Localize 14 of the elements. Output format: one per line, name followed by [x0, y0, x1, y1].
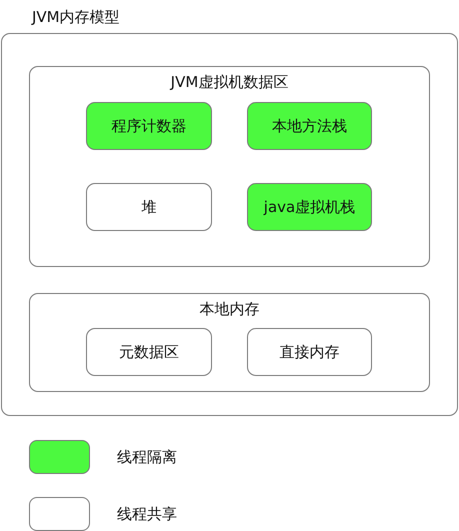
memory-area-box: 元数据区	[86, 328, 212, 376]
legend-label: 线程隔离	[117, 448, 177, 467]
memory-area-box: 堆	[86, 183, 212, 231]
region-heading: JVM虚拟机数据区	[168, 73, 290, 92]
region-box	[29, 293, 430, 392]
region-heading: JVM内存模型	[32, 8, 120, 27]
region-box	[1, 33, 458, 416]
memory-area-box: 直接内存	[247, 328, 372, 376]
region-box	[29, 66, 430, 267]
memory-area-box: 程序计数器	[86, 102, 212, 150]
memory-area-box: 本地方法栈	[247, 102, 372, 150]
legend-label: 线程共享	[117, 505, 177, 524]
memory-area-box: java虚拟机栈	[247, 183, 372, 231]
region-heading: 本地内存	[198, 300, 260, 319]
